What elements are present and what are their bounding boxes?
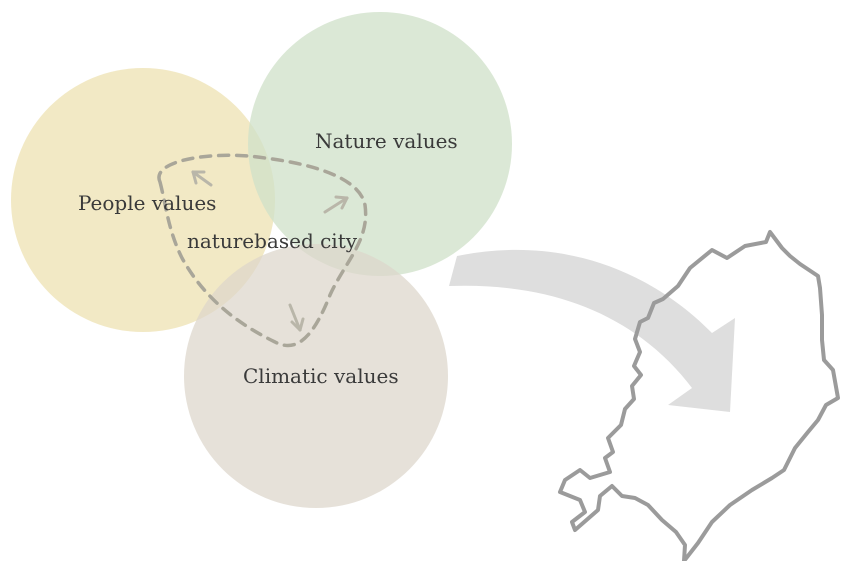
loop-arrow-up-right: [323, 195, 349, 214]
people-values-label: People values: [78, 191, 216, 215]
nature-values-circle: [248, 12, 512, 276]
dashed-loop: [157, 153, 368, 348]
big-curved-arrow: [449, 249, 735, 412]
nature-values-label: Nature values: [315, 129, 458, 153]
center-label: naturebased city: [187, 229, 358, 253]
loop-arrow-down: [288, 303, 305, 332]
city-map-outline: [558, 230, 840, 561]
people-values-circle: [11, 68, 275, 332]
climatic-values-label: Climatic values: [243, 364, 399, 388]
loop-arrow-up-left: [191, 170, 213, 187]
climatic-values-circle: [184, 244, 448, 508]
